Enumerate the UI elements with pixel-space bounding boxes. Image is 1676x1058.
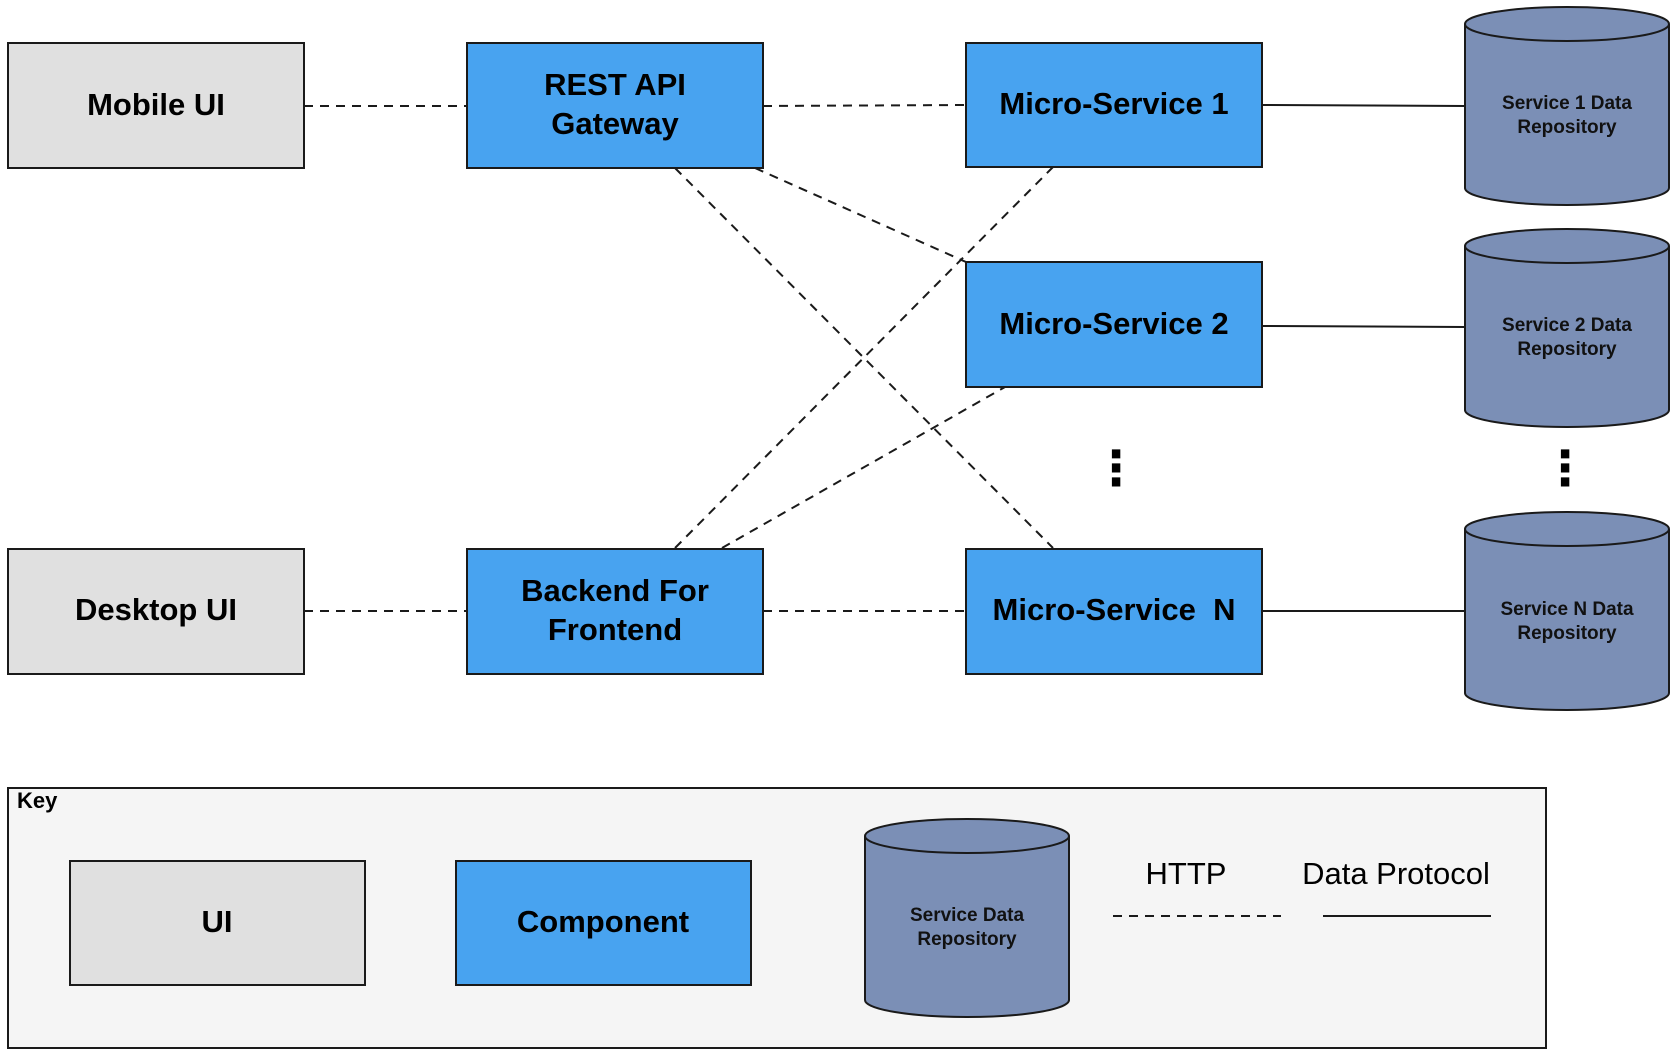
key-repository-top (864, 818, 1070, 854)
micro-service-1-label: Micro-Service 1 (999, 86, 1228, 121)
service-1-repository-top (1464, 6, 1670, 42)
desktop-ui-rect (7, 548, 305, 675)
key-http-label: HTTP (1146, 856, 1227, 891)
micro-service-1-box: Micro-Service 1 (965, 42, 1263, 168)
micro-service-2-box: Micro-Service 2 (965, 261, 1263, 388)
key-repository-body (864, 836, 1070, 1018)
desktop-ui-label: Desktop UI (75, 592, 237, 627)
data-link-ms2-repo2 (1261, 325, 1466, 328)
key-data-protocol-label: Data Protocol (1302, 856, 1490, 891)
rest-api-gateway-label-line1: REST API (544, 67, 686, 102)
mobile-ui-label: Mobile UI (87, 87, 225, 122)
backend-for-frontend-box: Backend For Frontend (466, 548, 764, 675)
connections (304, 104, 1466, 612)
backend-for-frontend-label-line2: Frontend (548, 612, 682, 647)
micro-service-ellipsis: ⋮ (1092, 443, 1140, 496)
http-link-gateway-ms1 (762, 104, 967, 107)
data-link-ms1-repo1 (1261, 104, 1466, 107)
key-ui-swatch (69, 860, 366, 986)
service-1-repository: Service 1 Data Repository (1464, 6, 1670, 206)
micro-service-1-rect (965, 42, 1263, 168)
key-repository-label-line2: Repository (917, 929, 1017, 950)
service-1-repository-label-line2: Repository (1517, 117, 1617, 138)
repository-ellipsis: ⋮ (1541, 443, 1589, 496)
rest-api-gateway-rect (466, 42, 764, 169)
service-n-repository-body (1464, 529, 1670, 711)
service-1-repository-label-line1: Service 1 Data (1502, 93, 1632, 114)
http-link-bff-ms2 (721, 386, 1006, 549)
micro-service-n-box: Micro-Service N (965, 548, 1263, 675)
key-ui-label: UI (202, 904, 233, 939)
service-n-repository-label-line1: Service N Data (1500, 599, 1634, 620)
service-n-repository-top (1464, 511, 1670, 547)
service-1-repository-body (1464, 24, 1670, 206)
micro-service-2-rect (965, 261, 1263, 388)
key-repository-label-line1: Service Data (910, 905, 1025, 926)
rest-api-gateway-box: REST API Gateway (466, 42, 764, 169)
key-legend: Key UI Component Service Data Repository… (7, 787, 1547, 1049)
service-n-repository-label-line2: Repository (1517, 623, 1617, 644)
micro-service-2-label: Micro-Service 2 (999, 306, 1228, 341)
desktop-ui-box: Desktop UI (7, 548, 305, 675)
key-component-label: Component (517, 904, 689, 939)
key-title: Key (17, 788, 58, 813)
key-component-swatch (455, 860, 752, 986)
backend-for-frontend-label-line1: Backend For (521, 573, 709, 608)
mobile-ui-rect (7, 42, 305, 169)
rest-api-gateway-label-line2: Gateway (551, 106, 679, 141)
service-2-repository-body (1464, 246, 1670, 428)
service-2-repository: Service 2 Data Repository (1464, 228, 1670, 428)
backend-for-frontend-rect (466, 548, 764, 675)
http-link-gateway-ms2 (754, 167, 967, 263)
service-2-repository-top (1464, 228, 1670, 264)
service-2-repository-label-line1: Service 2 Data (1502, 315, 1632, 336)
micro-service-n-rect (965, 548, 1263, 675)
service-2-repository-label-line2: Repository (1517, 339, 1617, 360)
mobile-ui-box: Mobile UI (7, 42, 305, 169)
micro-service-n-label: Micro-Service N (993, 592, 1236, 627)
service-n-repository: Service N Data Repository (1464, 511, 1670, 711)
